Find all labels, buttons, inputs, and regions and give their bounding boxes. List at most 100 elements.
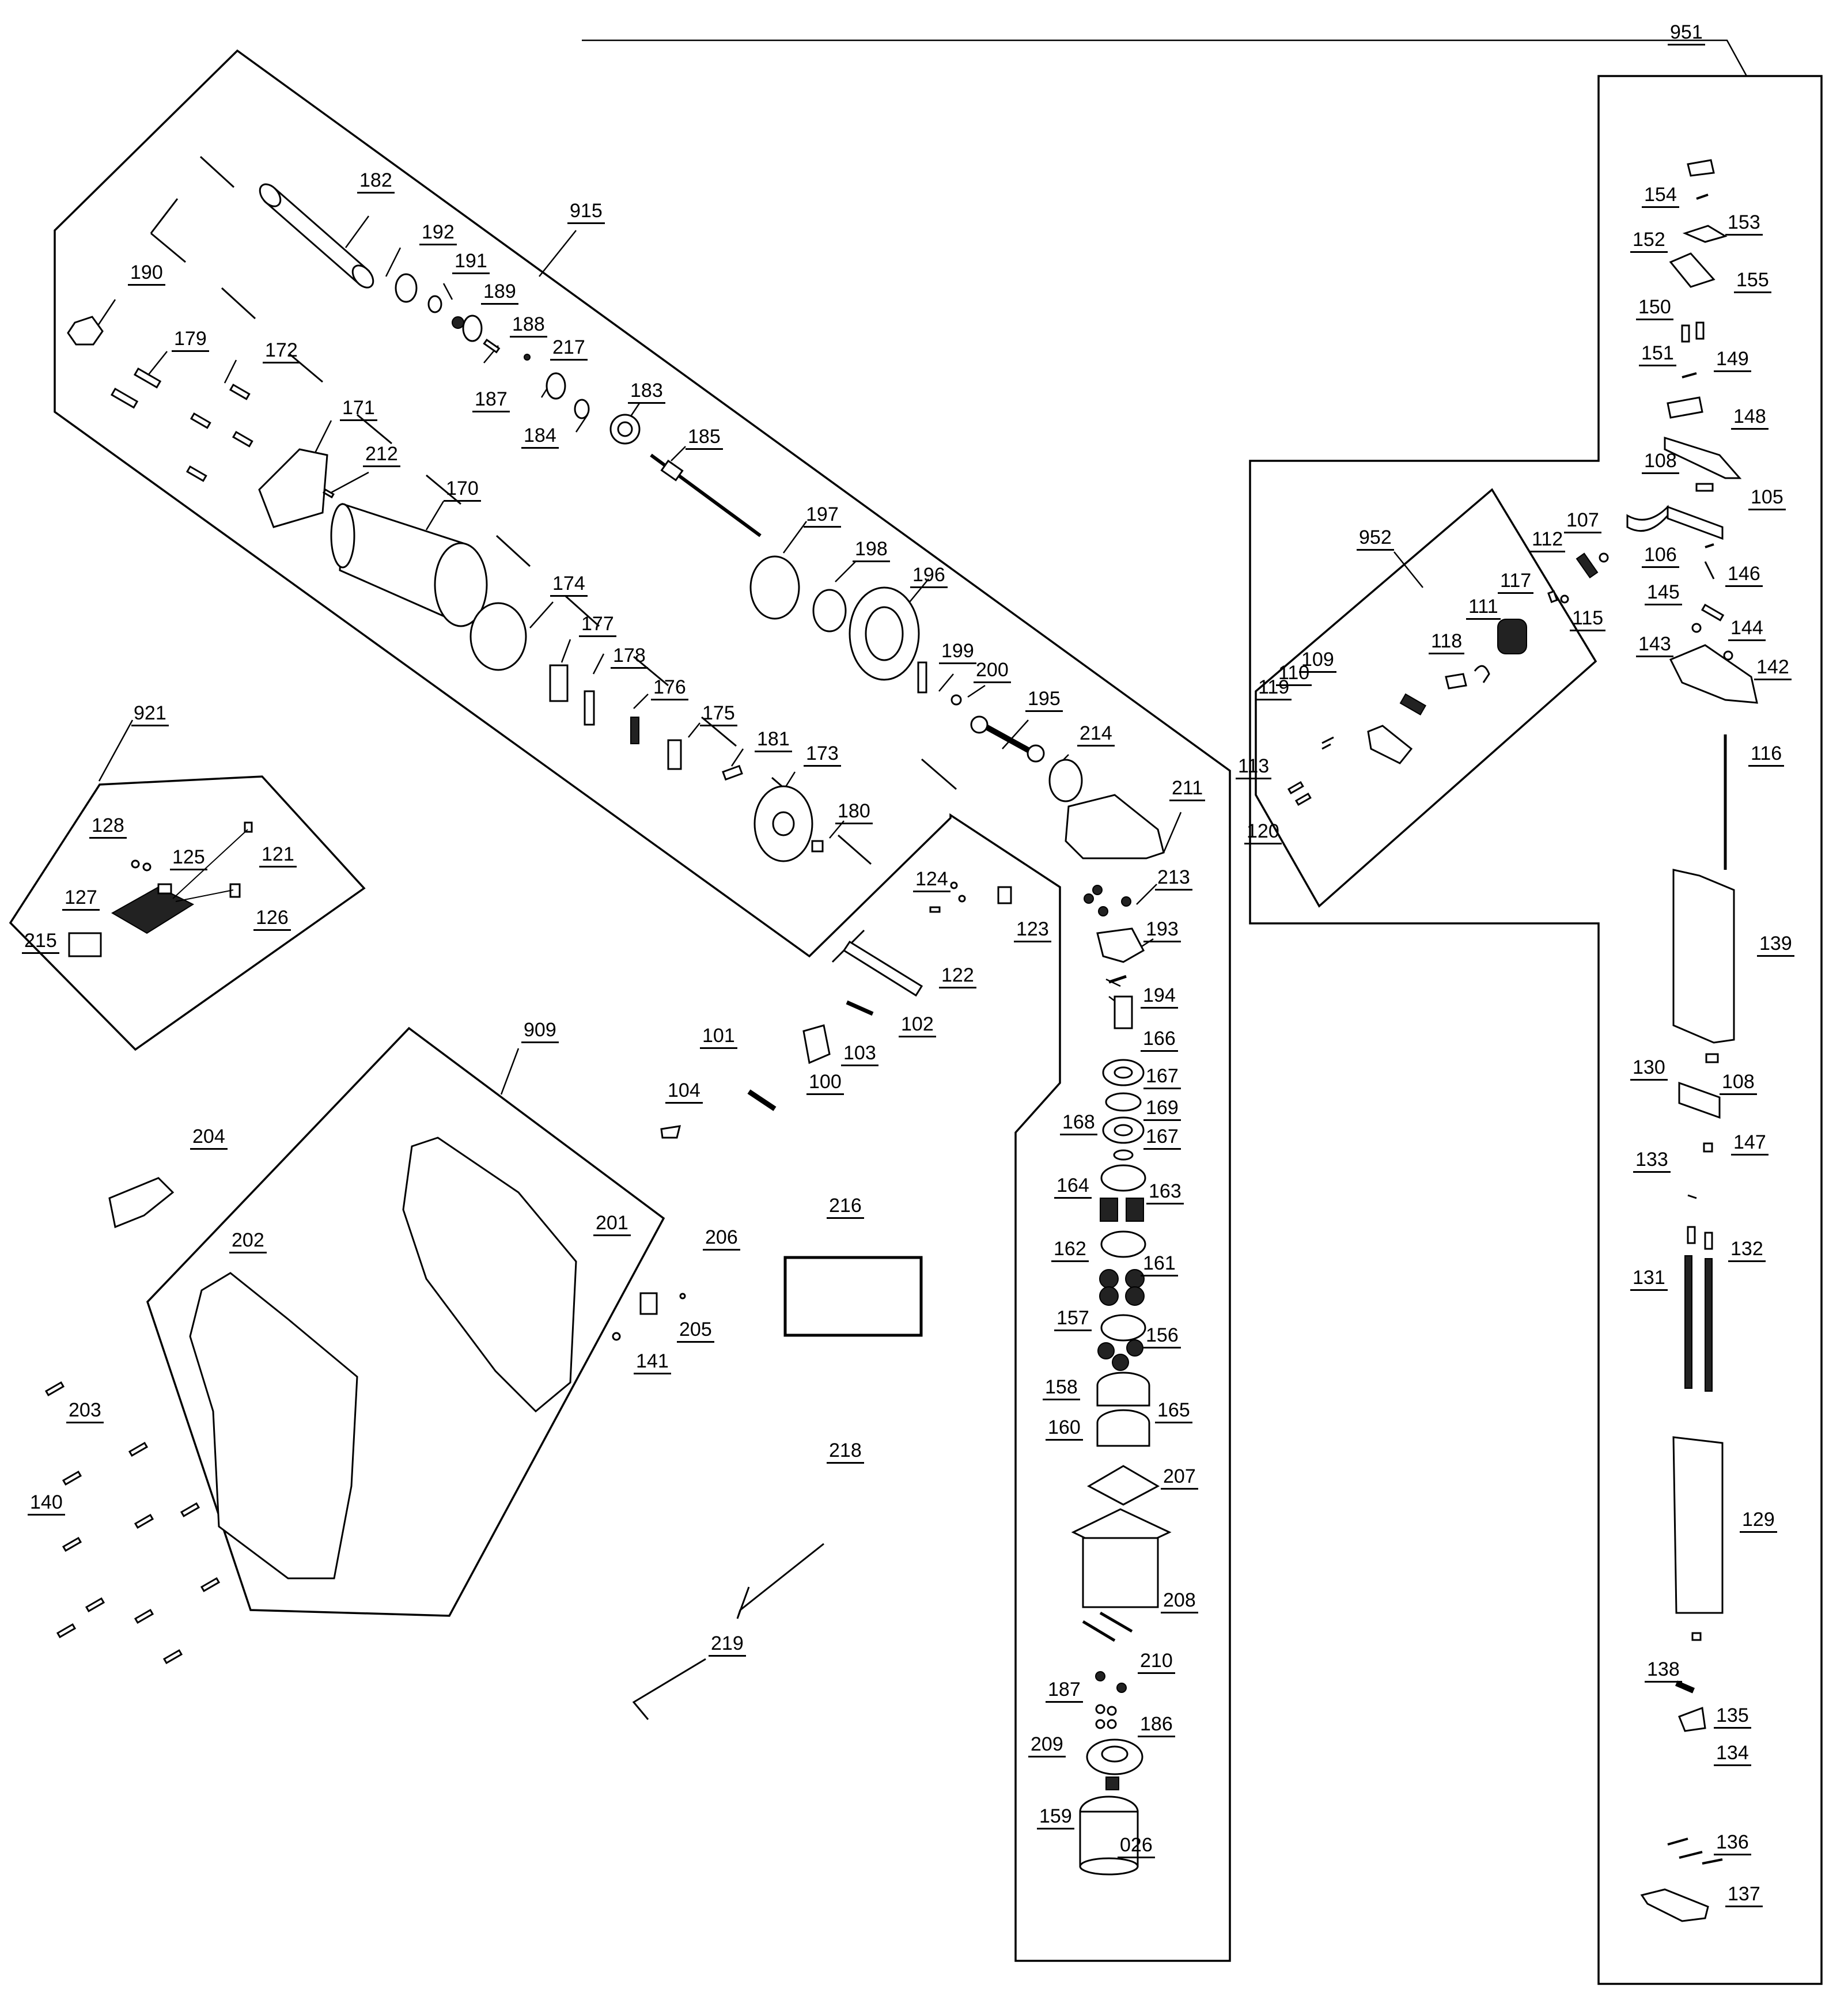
part-label-204[interactable]: 204 [190, 1126, 228, 1150]
part-label-115[interactable]: 115 [1570, 608, 1606, 631]
part-label-144[interactable]: 144 [1728, 618, 1766, 641]
group-label-915[interactable]: 915 [567, 200, 605, 224]
part-label-171[interactable]: 171 [340, 397, 377, 421]
part-label-118[interactable]: 118 [1429, 631, 1465, 654]
part-label-103[interactable]: 103 [841, 1043, 878, 1066]
part-label-211[interactable]: 211 [1169, 778, 1206, 801]
part-label-129[interactable]: 129 [1740, 1509, 1777, 1533]
part-label-206[interactable]: 206 [703, 1227, 740, 1251]
part-label-136[interactable]: 136 [1714, 1832, 1751, 1855]
part-label-131[interactable]: 131 [1630, 1267, 1668, 1291]
part-label-109[interactable]: 109 [1299, 649, 1336, 673]
part-label-156[interactable]: 156 [1143, 1325, 1181, 1349]
part-label-193[interactable]: 193 [1143, 919, 1181, 942]
part-label-191[interactable]: 191 [452, 251, 490, 274]
part-label-180[interactable]: 180 [835, 801, 873, 824]
part-label-132[interactable]: 132 [1728, 1238, 1766, 1262]
part-label-216[interactable]: 216 [827, 1195, 864, 1219]
part-label-214[interactable]: 214 [1077, 723, 1115, 747]
part-label-146[interactable]: 146 [1725, 563, 1763, 587]
part-label-187-b[interactable]: 187 [1046, 1679, 1083, 1703]
part-label-108-b[interactable]: 108 [1720, 1071, 1757, 1095]
part-label-186[interactable]: 186 [1138, 1714, 1175, 1737]
part-label-138[interactable]: 138 [1645, 1659, 1682, 1683]
part-label-133[interactable]: 133 [1633, 1149, 1671, 1173]
part-label-183[interactable]: 183 [628, 380, 665, 404]
part-label-116[interactable]: 116 [1748, 743, 1785, 767]
part-label-117[interactable]: 117 [1498, 570, 1534, 594]
part-label-135[interactable]: 135 [1714, 1705, 1751, 1729]
part-label-185[interactable]: 185 [686, 426, 723, 450]
part-label-208[interactable]: 208 [1161, 1590, 1198, 1613]
part-label-173[interactable]: 173 [804, 743, 841, 767]
part-label-196[interactable]: 196 [910, 565, 948, 588]
part-label-177[interactable]: 177 [579, 613, 616, 637]
part-label-105[interactable]: 105 [1748, 487, 1786, 510]
part-label-205[interactable]: 205 [677, 1319, 714, 1343]
part-label-127[interactable]: 127 [62, 887, 100, 911]
part-label-122[interactable]: 122 [939, 965, 976, 988]
part-label-201[interactable]: 201 [593, 1213, 631, 1236]
part-label-182[interactable]: 182 [357, 170, 395, 194]
part-label-195[interactable]: 195 [1025, 688, 1063, 712]
part-label-207[interactable]: 207 [1161, 1466, 1198, 1490]
part-label-203[interactable]: 203 [66, 1400, 104, 1423]
part-label-134[interactable]: 134 [1714, 1743, 1751, 1766]
part-label-026[interactable]: 026 [1118, 1835, 1155, 1858]
part-label-128[interactable]: 128 [89, 815, 127, 839]
part-label-167[interactable]: 167 [1143, 1066, 1181, 1089]
part-label-217[interactable]: 217 [550, 337, 588, 361]
part-label-198[interactable]: 198 [853, 539, 890, 562]
part-label-108[interactable]: 108 [1642, 450, 1679, 474]
part-label-187[interactable]: 187 [472, 389, 510, 412]
part-label-148[interactable]: 148 [1731, 406, 1769, 430]
part-label-159[interactable]: 159 [1037, 1806, 1074, 1829]
part-label-194[interactable]: 194 [1141, 985, 1178, 1009]
group-label-909[interactable]: 909 [521, 1020, 559, 1043]
part-label-160[interactable]: 160 [1046, 1417, 1083, 1441]
part-label-164[interactable]: 164 [1054, 1175, 1092, 1199]
part-label-166[interactable]: 166 [1141, 1028, 1178, 1052]
part-label-149[interactable]: 149 [1714, 349, 1751, 372]
part-label-202[interactable]: 202 [229, 1230, 267, 1253]
part-label-147[interactable]: 147 [1731, 1132, 1769, 1156]
part-label-176[interactable]: 176 [651, 677, 688, 700]
part-label-120[interactable]: 120 [1244, 821, 1282, 844]
part-label-189[interactable]: 189 [481, 281, 518, 305]
part-label-152[interactable]: 152 [1630, 229, 1668, 253]
part-label-143[interactable]: 143 [1636, 634, 1673, 657]
part-label-170[interactable]: 170 [444, 478, 481, 502]
part-label-212[interactable]: 212 [363, 444, 400, 467]
part-label-102[interactable]: 102 [899, 1014, 936, 1037]
part-label-121[interactable]: 121 [259, 844, 297, 868]
part-label-139[interactable]: 139 [1757, 933, 1794, 957]
part-label-119[interactable]: 119 [1256, 677, 1292, 700]
part-label-140[interactable]: 140 [28, 1492, 65, 1516]
part-label-174[interactable]: 174 [550, 573, 588, 597]
part-label-150[interactable]: 150 [1636, 297, 1673, 320]
part-label-125[interactable]: 125 [170, 847, 207, 870]
part-label-110[interactable]: 110 [1276, 662, 1312, 686]
part-label-124[interactable]: 124 [913, 869, 950, 892]
part-label-100[interactable]: 100 [806, 1071, 844, 1095]
part-label-113[interactable]: 113 [1236, 756, 1272, 779]
part-label-200[interactable]: 200 [974, 660, 1011, 683]
part-label-137[interactable]: 137 [1725, 1884, 1763, 1907]
part-label-111[interactable]: 111 [1466, 596, 1501, 620]
part-label-188[interactable]: 188 [510, 314, 547, 338]
group-label-952[interactable]: 952 [1357, 527, 1394, 551]
part-label-175[interactable]: 175 [700, 703, 737, 726]
part-label-192[interactable]: 192 [419, 222, 457, 245]
part-label-104[interactable]: 104 [665, 1080, 703, 1104]
part-label-123[interactable]: 123 [1014, 919, 1051, 942]
part-label-161[interactable]: 161 [1141, 1253, 1178, 1276]
part-label-157[interactable]: 157 [1054, 1308, 1092, 1331]
part-label-209[interactable]: 209 [1028, 1734, 1066, 1757]
part-label-190[interactable]: 190 [128, 262, 165, 286]
part-label-165[interactable]: 165 [1155, 1400, 1192, 1423]
part-label-213[interactable]: 213 [1155, 867, 1192, 891]
part-label-172[interactable]: 172 [263, 340, 300, 363]
part-label-130[interactable]: 130 [1630, 1057, 1668, 1081]
part-label-215[interactable]: 215 [22, 930, 59, 954]
part-label-101[interactable]: 101 [700, 1025, 737, 1049]
